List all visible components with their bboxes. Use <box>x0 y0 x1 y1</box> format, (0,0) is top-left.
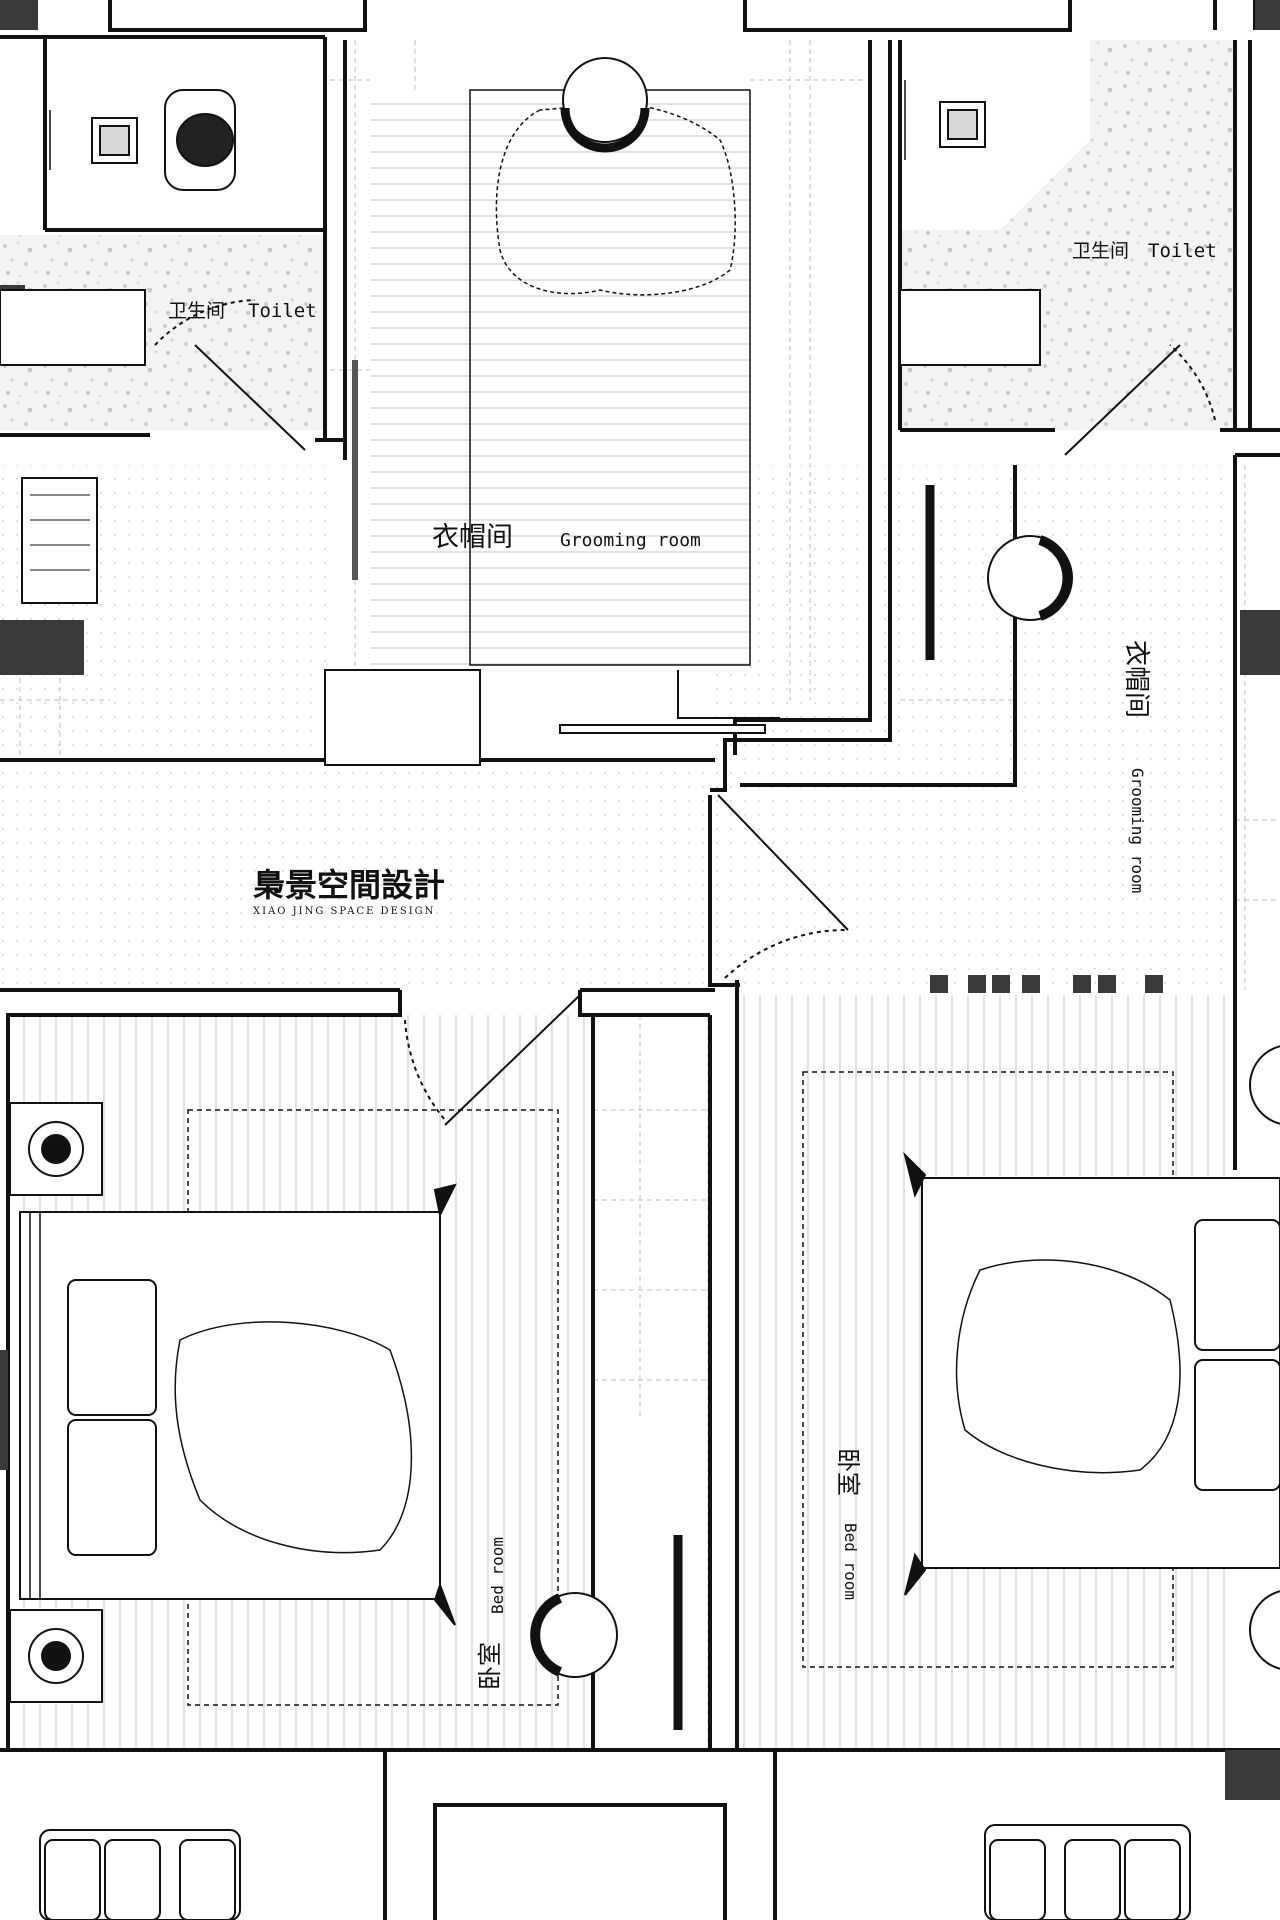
nightstand-lamp-left-top <box>9 1102 103 1196</box>
window-marks <box>930 975 1163 993</box>
toilet-right-floor <box>900 40 1235 430</box>
bedroom-right-label-en: Bed room <box>841 1523 860 1600</box>
left-sink <box>21 477 98 604</box>
toilet-left-label-zh: 卫生间 <box>168 300 225 322</box>
toilet-left-fixtures <box>0 89 236 366</box>
toilet-left-door <box>154 299 306 451</box>
grooming-center-floor <box>370 90 750 665</box>
right-grooming-floor <box>715 465 1235 990</box>
toilet-right-label-zh: 卫生间 <box>1072 240 1129 262</box>
rug-outline <box>495 103 736 296</box>
grooming-center-label-zh: 衣帽间 <box>432 522 513 553</box>
sofa-right <box>984 1824 1191 1920</box>
toilet-right-label-en: Toilet <box>1148 240 1217 262</box>
bathtub-left <box>0 289 146 366</box>
bench-left <box>324 669 481 766</box>
bedroom-right-label-zh: 卧室 <box>834 1448 862 1496</box>
brand-name: 梟景空間設計 <box>252 866 445 904</box>
grooming-right-label-zh: 衣帽间 <box>1121 640 1151 718</box>
bedroom-left-label-en: Bed room <box>488 1537 507 1614</box>
toilet-left-label-en: Toilet <box>248 300 317 322</box>
toilet-right-door <box>1064 344 1216 456</box>
bedroom-left-door <box>404 994 581 1126</box>
pouf-center <box>560 57 650 153</box>
toilet-right-fixtures <box>899 80 1041 366</box>
bathtub-right <box>899 289 1041 366</box>
grooming-right-label-en: Grooming room <box>1128 768 1147 893</box>
pouf-left-bedroom <box>530 1592 618 1678</box>
sofa-left <box>39 1829 241 1920</box>
brand-subtitle: XIAO JING SPACE DESIGN <box>253 906 435 917</box>
bedroom-left-label-zh: 卧室 <box>476 1642 504 1690</box>
grooming-right-furniture <box>925 485 1073 660</box>
bed-right <box>903 1151 1280 1596</box>
pouf-right-wall <box>1249 1045 1280 1670</box>
nightstand-lamp-left-bottom <box>9 1609 103 1703</box>
corridor-floor <box>0 760 715 990</box>
bed-left <box>19 1183 457 1626</box>
corridor-door <box>717 794 849 979</box>
grooming-center-furniture <box>324 89 780 766</box>
grooming-center-label-en: Grooming room <box>560 530 701 551</box>
